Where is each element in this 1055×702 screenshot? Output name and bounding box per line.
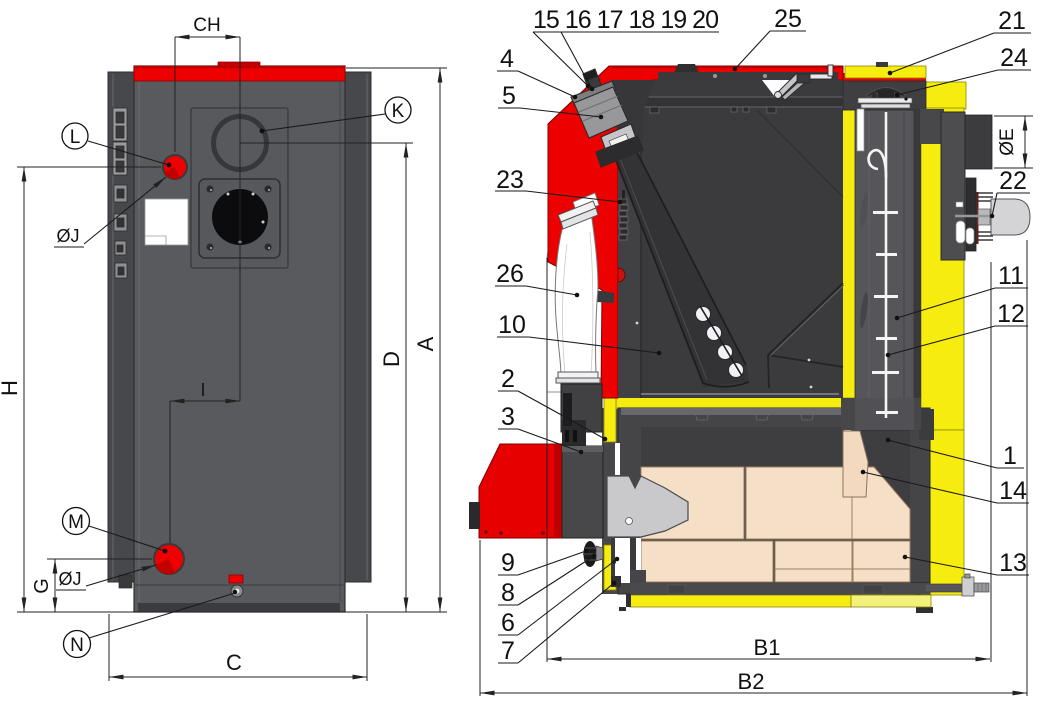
svg-text:14: 14 bbox=[999, 477, 1027, 505]
svg-text:1: 1 bbox=[1003, 442, 1017, 470]
svg-text:CH: CH bbox=[193, 15, 220, 36]
svg-text:M: M bbox=[68, 512, 84, 533]
svg-text:A: A bbox=[413, 336, 438, 351]
svg-text:I: I bbox=[200, 380, 205, 400]
svg-text:H: H bbox=[0, 380, 22, 396]
svg-text:10: 10 bbox=[498, 311, 526, 339]
svg-text:L: L bbox=[70, 127, 81, 148]
svg-text:K: K bbox=[392, 101, 405, 122]
svg-text:21: 21 bbox=[998, 7, 1026, 35]
svg-text:22: 22 bbox=[999, 167, 1027, 195]
svg-text:C: C bbox=[226, 650, 242, 675]
svg-text:B1: B1 bbox=[754, 635, 781, 660]
svg-text:9: 9 bbox=[501, 549, 515, 577]
svg-text:B2: B2 bbox=[738, 669, 765, 694]
svg-text:8: 8 bbox=[501, 579, 515, 607]
svg-text:12: 12 bbox=[997, 300, 1025, 328]
svg-text:4: 4 bbox=[500, 45, 514, 73]
svg-text:26: 26 bbox=[496, 260, 524, 288]
svg-text:ØE: ØE bbox=[997, 128, 1018, 155]
svg-text:5: 5 bbox=[502, 82, 516, 110]
svg-text:N: N bbox=[70, 635, 84, 656]
svg-text:6: 6 bbox=[501, 609, 515, 637]
svg-text:ØJ: ØJ bbox=[58, 569, 81, 589]
svg-text:15 16 17 18 19 20: 15 16 17 18 19 20 bbox=[533, 6, 719, 34]
svg-text:25: 25 bbox=[774, 5, 802, 33]
svg-text:D: D bbox=[379, 351, 404, 367]
svg-text:24: 24 bbox=[1000, 44, 1028, 72]
svg-text:7: 7 bbox=[501, 637, 515, 665]
svg-text:11: 11 bbox=[998, 262, 1024, 290]
svg-text:ØJ: ØJ bbox=[56, 226, 79, 246]
svg-text:13: 13 bbox=[999, 549, 1027, 577]
svg-text:23: 23 bbox=[496, 166, 524, 194]
svg-text:2: 2 bbox=[501, 365, 515, 393]
svg-text:G: G bbox=[31, 578, 53, 594]
svg-text:3: 3 bbox=[501, 403, 515, 431]
